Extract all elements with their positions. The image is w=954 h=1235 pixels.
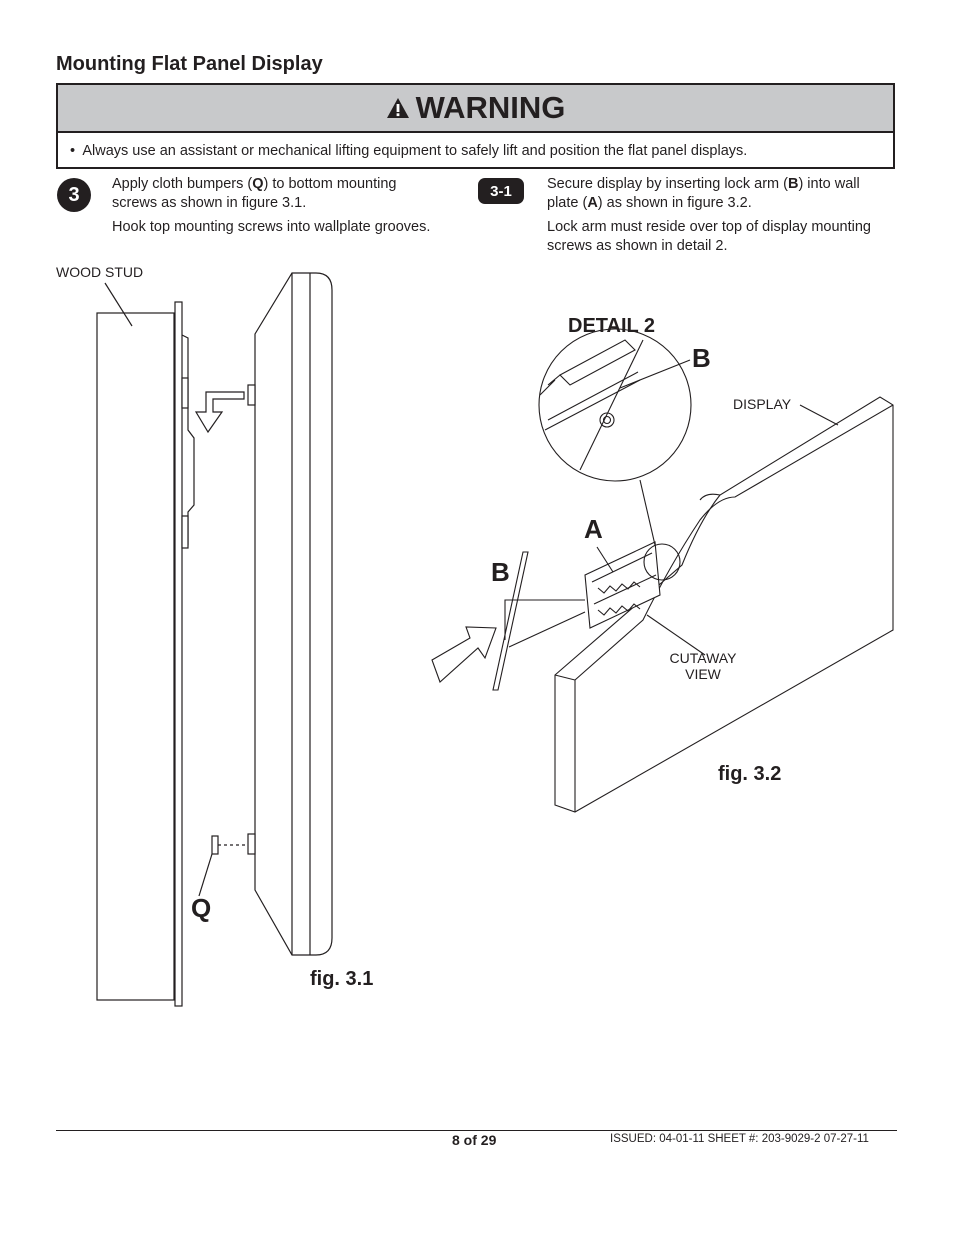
issue-info: ISSUED: 04-01-11 SHEET #: 203-9029-2 07-… [610,1133,869,1145]
step-3-text-1c: ) to bottom mounting [263,176,397,192]
cutaway-view-label: CUTAWAY VIEW [666,650,740,682]
step-31-text-2a: plate ( [547,195,588,211]
detail-b-label: B [692,343,711,373]
wallplate-a-label: A [584,514,603,544]
warning-triangle-icon [386,98,409,118]
step-3-text-2: screws as shown in figure 3.1. [112,195,307,211]
lockarm-b-label: B [491,557,510,587]
step-3-instructions: Apply cloth bumpers (Q) to bottom mounti… [112,175,430,237]
warning-title: WARNING [415,90,566,125]
step-31-text-2b: A [587,195,598,211]
wood-stud-label: WOOD STUD [56,264,144,280]
step-31-text-1b: B [787,176,799,192]
step-31-text-1a: Secure display by inserting lock arm ( [547,176,788,192]
display-label: DISPLAY [733,396,792,412]
warning-bullet: • [70,143,76,159]
step-3-1-instructions: Secure display by inserting lock arm (B)… [547,175,871,256]
cutaway-line-2: VIEW [685,666,721,682]
fig-3-2-caption: fig. 3.2 [718,763,782,785]
step-31-text-3: Lock arm must reside over top of display… [547,219,871,235]
footer-rule [56,1130,897,1131]
cutaway-line-1: CUTAWAY [669,650,737,666]
warning-box: WARNING • Always use an assistant or mec… [56,83,895,169]
bumper-q-label: Q [191,893,212,923]
step-31-text-2c: ) as shown in figure 3.2. [597,195,752,211]
step-31-text-1c: ) into wall [798,176,860,192]
step-3-text-1b: Q [252,176,264,192]
warning-text: • Always use an assistant or mechanical … [70,143,747,159]
fig-3-1-caption: fig. 3.1 [310,968,374,990]
section-title: Mounting Flat Panel Display [56,53,323,75]
detail-2-label: DETAIL 2 [568,315,656,337]
step-31-text-4: screws as shown in detail 2. [547,238,728,254]
page-number: 8 of 29 [452,1132,497,1148]
step-3-1-badge: 3-1 [478,178,524,204]
warning-header: WARNING [58,85,893,133]
warning-message: Always use an assistant or mechanical li… [82,143,748,159]
step-3-text-3: Hook top mounting screws into wallplate … [112,219,431,235]
step-3-text-1a: Apply cloth bumpers ( [112,176,253,192]
step-3-badge: 3 [57,178,91,212]
